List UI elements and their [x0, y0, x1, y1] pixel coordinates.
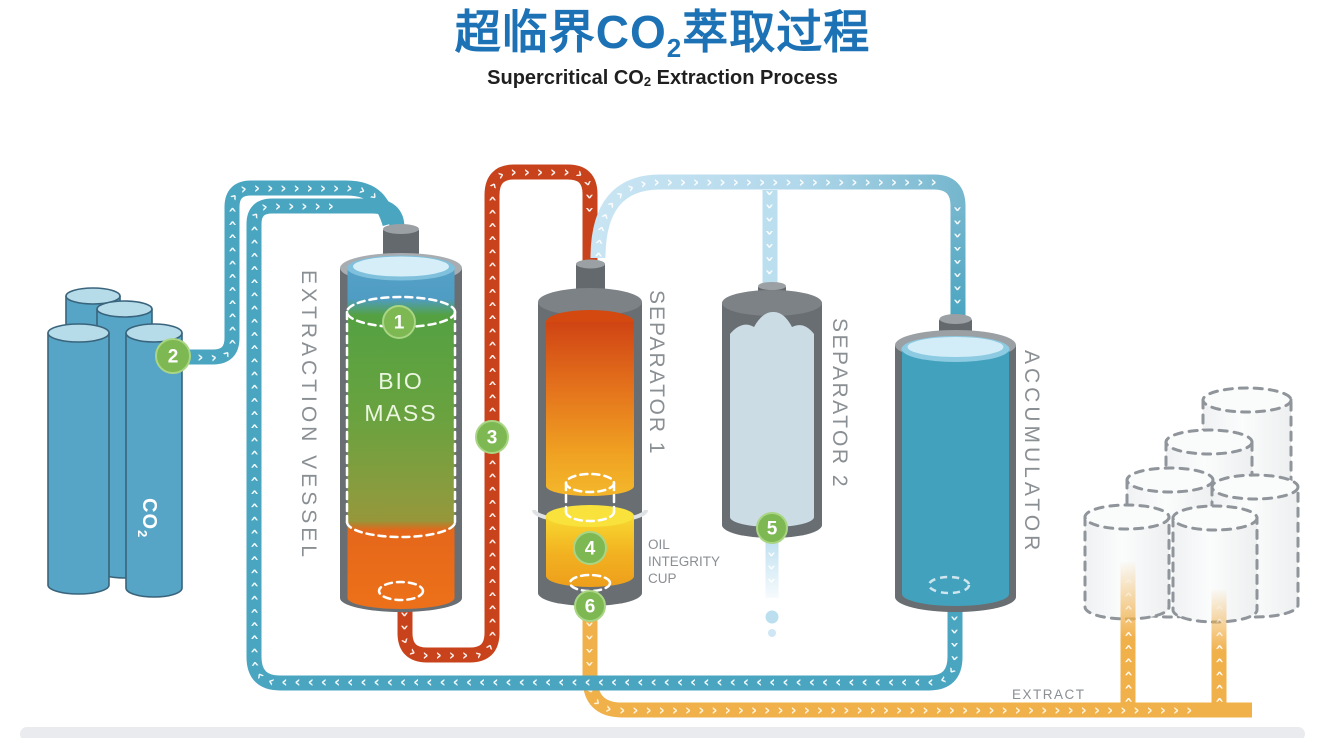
step-badge-2: 2 [155, 338, 191, 374]
svg-text:›››››››: ››››››› [761, 190, 779, 282]
co2-cylinders: CO2 [47, 287, 183, 598]
svg-text:4: 4 [585, 539, 596, 560]
vessel-contents [347, 269, 455, 610]
title-zh-suffix: 萃取过程 [682, 6, 871, 58]
title-zh-prefix: 超临界 [454, 6, 596, 58]
co2-tank-label: CO2 [135, 498, 160, 538]
subtitle-suffix: Extraction Process [651, 66, 838, 89]
separator1-contents [546, 322, 634, 496]
svg-text:››››››››: ›››››››› [949, 206, 967, 312]
svg-text:››››: ›››› [763, 538, 781, 591]
title-block: 超临界CO2萃取过程 Supercritical CO2 Extraction … [0, 0, 1325, 90]
drip-dot [768, 629, 776, 637]
svg-text:CUP: CUP [648, 571, 677, 586]
accumulator [895, 314, 1016, 612]
label-extract: EXTRACT [1012, 687, 1086, 702]
svg-text:5: 5 [767, 519, 778, 540]
svg-text:1: 1 [394, 313, 405, 334]
accumulator-outlet-dashed [927, 575, 971, 595]
vapor-drip: ›››› [763, 538, 781, 637]
accumulator-contents [902, 348, 1009, 606]
extract-drums [1083, 386, 1300, 624]
co2-cylinder [125, 323, 183, 598]
bottom-page-strip [20, 727, 1305, 738]
svg-text:2: 2 [168, 347, 179, 368]
extraction-vessel: BIO MASS [340, 224, 462, 612]
svg-text:››››››››››››››››››››››››››››››: ››››››››››››››››››››››››››››››››››››››››… [581, 608, 1200, 719]
svg-text:››››››››: ›››››››› [1210, 598, 1228, 704]
svg-text:››››››››››: ›››››››››› [1119, 571, 1137, 703]
page-subtitle: Supercritical CO2 Extraction Process [0, 67, 1325, 90]
svg-text:6: 6 [585, 597, 596, 618]
svg-text:INTEGRITY: INTEGRITY [648, 554, 720, 569]
step-badges: 1 2 3 4 5 6 [155, 305, 788, 622]
subtitle-co-subscript: 2 [643, 73, 652, 89]
page-title: 超临界CO2萃取过程 [0, 4, 1325, 65]
separator-2 [722, 282, 822, 538]
drip-dot [765, 610, 779, 624]
step-badge-5: 5 [756, 512, 788, 544]
label-oil-integrity-cup: OIL INTEGRITY CUP [648, 537, 720, 586]
biomass-label-line1: BIO [378, 368, 424, 394]
label-separator-1: SEPARATOR 1 [645, 290, 668, 456]
step-badge-1: 1 [382, 305, 416, 339]
extract-drum [1171, 504, 1259, 624]
subtitle-prefix: Supercritical [487, 66, 614, 89]
label-extraction-vessel: EXTRACTION VESSEL [297, 270, 320, 561]
biomass-dashed-cylinder [345, 295, 457, 539]
subtitle-co: CO [613, 66, 644, 89]
vessel-outlet-dashed [377, 580, 425, 602]
co2-cylinder [47, 323, 110, 595]
divider-dashed-cylinder [564, 472, 616, 523]
title-co: CO [595, 6, 667, 58]
separator2-contents [730, 311, 814, 527]
title-co-subscript: 2 [666, 33, 683, 63]
label-accumulator: ACCUMULATOR [1020, 350, 1043, 554]
svg-text:3: 3 [487, 428, 498, 449]
step-badge-4: 4 [573, 531, 607, 565]
svg-text:OIL: OIL [648, 537, 670, 552]
step-badge-3: 3 [475, 420, 509, 454]
biomass-label-line2: MASS [364, 400, 437, 426]
label-separator-2: SEPARATOR 2 [828, 318, 851, 489]
step-badge-6: 6 [574, 590, 606, 622]
equipment-labels: EXTRACTION VESSEL SEPARATOR 1 SEPARATOR … [297, 270, 1086, 702]
